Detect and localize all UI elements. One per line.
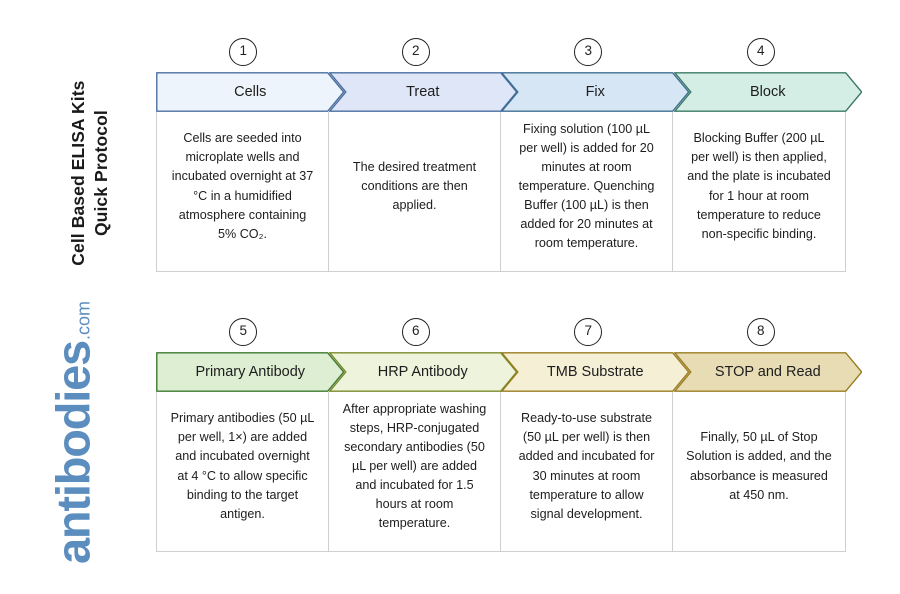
protocol-step-chevron[interactable]: Primary Antibody [156, 352, 345, 392]
protocol-step-label: TMB Substrate [546, 364, 644, 380]
protocol-row-1: 1 2 3 4 Cells Treat Fix Block Cells are seeded… [156, 38, 862, 272]
brand-name: antibodies [46, 341, 100, 565]
step-number-badge: 2 [401, 38, 430, 66]
protocol-step-description-text: Primary antibodies (50 µL per well, 1×) … [170, 411, 315, 521]
left-rail: Cell Based ELISA Kits Quick Protocol ant… [0, 0, 152, 594]
protocol-step-description-cell: The desired treatment conditions are the… [329, 112, 501, 271]
protocol-step-description-cell: Cells are seeded into microplate wells a… [157, 112, 329, 271]
protocol-step-label: Primary Antibody [195, 364, 306, 380]
protocol-step-description-cell: Primary antibodies (50 µL per well, 1×) … [157, 392, 329, 551]
protocol-step-description-text: Cells are seeded into microplate wells a… [171, 131, 314, 241]
protocol-step-chevron[interactable]: TMB Substrate [501, 352, 690, 392]
protocol-step-description-text: The desired treatment conditions are the… [352, 159, 477, 213]
step-number-badge: 3 [574, 38, 603, 66]
step-number-badge: 1 [229, 38, 258, 66]
step-number-badge: 5 [229, 318, 258, 346]
brand-tld: .com [73, 300, 94, 340]
step-number-badge: 7 [574, 318, 603, 346]
protocol-step-chevron[interactable]: HRP Antibody [328, 352, 517, 392]
protocol-step-description-cell: Fixing solution (100 µL per well) is add… [501, 112, 673, 271]
protocol-step-chevron[interactable]: Cells [156, 72, 345, 112]
protocol-step-description-cell: Finally, 50 µL of Stop Solution is added… [673, 392, 845, 551]
protocol-step-label: Treat [406, 84, 440, 100]
protocol-step-description-text: Blocking Buffer (200 µL per well) is the… [687, 131, 831, 241]
step-number-strip-1: 1 2 3 4 [156, 38, 846, 72]
protocol-row-2: 5 6 7 8 Primary Antibody HRP Antibody TMB Sub… [156, 318, 862, 552]
protocol-step-description-text: Ready-to-use substrate (50 µL per well) … [518, 411, 655, 521]
protocol-step-label: Cells [234, 84, 267, 100]
protocol-step-label: Fix [585, 84, 605, 100]
chevron-band-2: Primary Antibody HRP Antibody TMB Substrat… [156, 352, 862, 392]
protocol-step-label: Block [750, 84, 786, 100]
protocol-step-chevron[interactable]: Block [673, 72, 862, 112]
protocol-step-description-cell: After appropriate washing steps, HRP-con… [329, 392, 501, 551]
step-number-badge: 8 [746, 318, 775, 346]
description-strip-2: Primary antibodies (50 µL per well, 1×) … [156, 392, 846, 552]
protocol-step-description-text: After appropriate washing steps, HRP-con… [342, 401, 487, 531]
protocol-step-description-text: Fixing solution (100 µL per well) is add… [518, 121, 655, 251]
page-title: Cell Based ELISA Kits Quick Protocol [67, 80, 111, 266]
brand-logo: antibodies.com [46, 298, 101, 568]
protocol-step-chevron[interactable]: Fix [501, 72, 690, 112]
protocol-step-chevron[interactable]: STOP and Read [673, 352, 862, 392]
step-number-badge: 6 [401, 318, 430, 346]
protocol-step-description-cell: Blocking Buffer (200 µL per well) is the… [673, 112, 845, 271]
protocol-step-label: HRP Antibody [377, 364, 468, 380]
protocol-step-label: STOP and Read [714, 364, 821, 380]
protocol-step-description-text: Finally, 50 µL of Stop Solution is added… [686, 430, 832, 502]
chevron-band-1: Cells Treat Fix Block [156, 72, 862, 112]
step-number-badge: 4 [746, 38, 775, 66]
description-strip-1: Cells are seeded into microplate wells a… [156, 112, 846, 272]
protocol-step-chevron[interactable]: Treat [328, 72, 517, 112]
step-number-strip-2: 5 6 7 8 [156, 318, 846, 352]
protocol-step-description-cell: Ready-to-use substrate (50 µL per well) … [501, 392, 673, 551]
